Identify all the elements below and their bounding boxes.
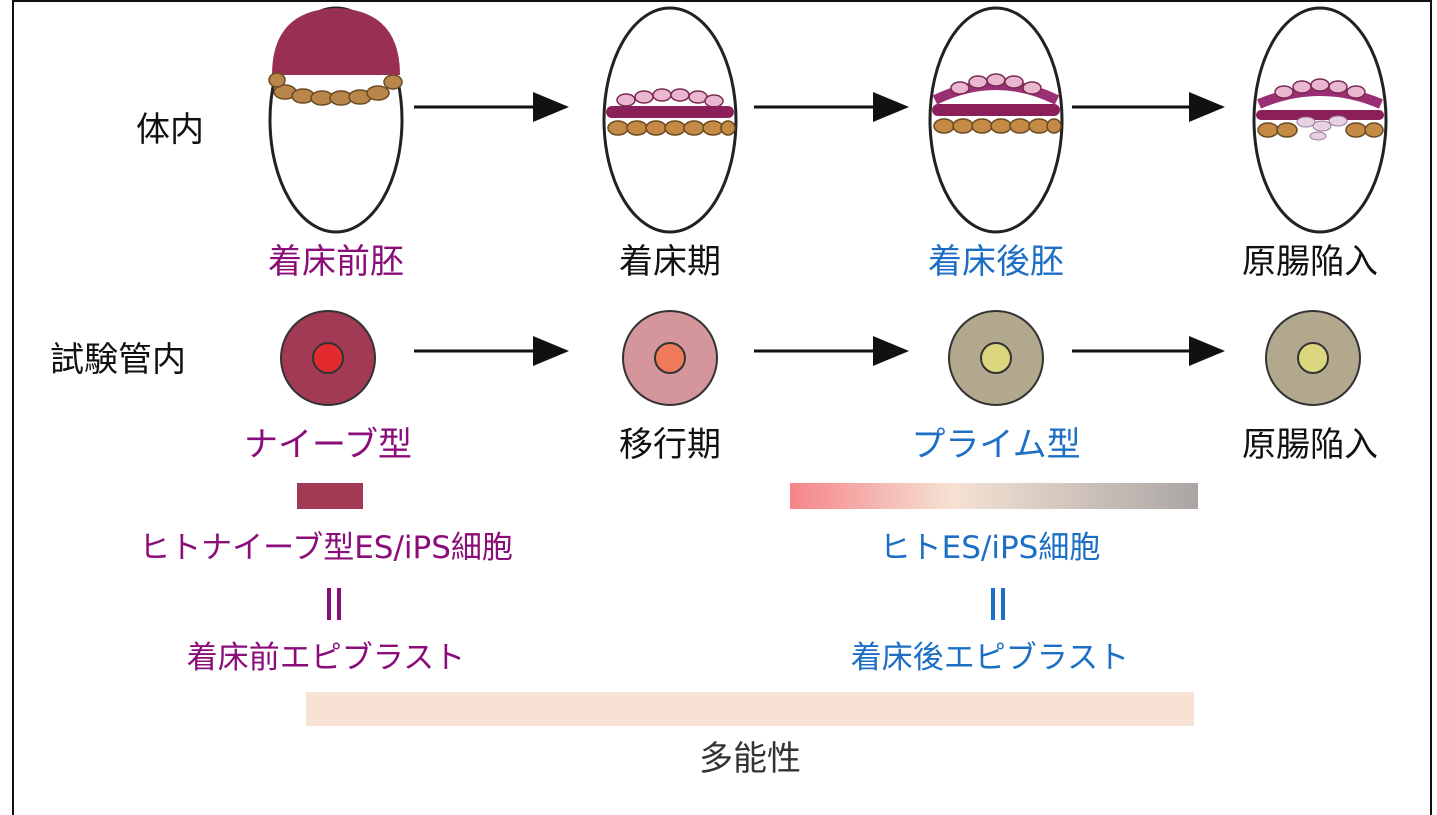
embryo-gastrulation <box>1252 6 1388 234</box>
figure-frame <box>12 0 1432 815</box>
naive-epiblast-label: 着床前エピブラスト <box>186 640 466 676</box>
primed-epiblast-label: 着床後エピブラスト <box>850 640 1130 676</box>
embryo-preimplantation <box>268 6 404 234</box>
cell-nucleus <box>980 342 1012 374</box>
cell-nucleus <box>654 342 686 374</box>
primed-equivalence-mark <box>988 588 1008 623</box>
stage-label-implantation: 着床期 <box>619 242 721 282</box>
cell-primed <box>948 310 1044 406</box>
cell-nucleus <box>1297 342 1329 374</box>
naive-equivalence-mark <box>324 588 344 623</box>
naive-bar <box>297 483 363 509</box>
embryo-implantation <box>602 6 738 234</box>
cell-nucleus <box>312 342 344 374</box>
embryo-postimplantation <box>928 6 1064 234</box>
cell-naive <box>280 310 376 406</box>
cell-transition <box>622 310 718 406</box>
pluripotency-label: 多能性 <box>699 739 801 779</box>
stage-label-preimplantation: 着床前胚 <box>268 242 404 282</box>
stage-label-primed: プライム型 <box>911 425 1081 465</box>
primed-bar <box>790 483 1198 509</box>
row-label-in-vivo: 体内 <box>136 110 204 150</box>
primed-cells-label: ヒトES/iPS細胞 <box>879 530 1101 566</box>
pluripotency-bar <box>306 692 1194 726</box>
naive-cells-label: ヒトナイーブ型ES/iPS細胞 <box>139 530 513 566</box>
cell-gastrulation <box>1265 310 1361 406</box>
stage-label-gastrulation-vivo: 原腸陥入 <box>1242 242 1378 282</box>
stage-label-transition: 移行期 <box>619 425 721 465</box>
stage-label-naive: ナイーブ型 <box>244 425 412 465</box>
stage-label-postimplantation: 着床後胚 <box>928 242 1064 282</box>
stage-label-gastrulation-vitro: 原腸陥入 <box>1242 425 1378 465</box>
row-label-in-vitro: 試験管内 <box>50 340 186 380</box>
